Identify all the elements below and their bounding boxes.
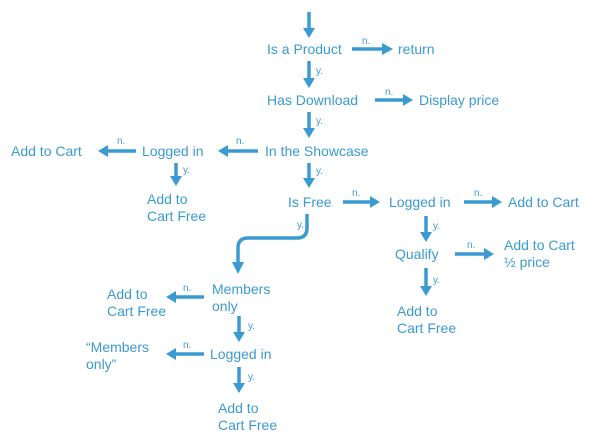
node-logged-in-showcase: Logged in bbox=[142, 143, 204, 159]
edge-label-no: n. bbox=[183, 283, 191, 294]
edge-label-no: n. bbox=[467, 240, 475, 251]
edge-label-yes: y. bbox=[316, 66, 323, 77]
node-add-to-cart-left: Add to Cart bbox=[11, 143, 82, 159]
arrow-logged-in-to-members-message bbox=[166, 348, 204, 360]
edge-label-yes: y. bbox=[183, 165, 190, 176]
node-logged-in-free: Logged in bbox=[389, 194, 451, 210]
node-line: ½ price bbox=[504, 254, 550, 270]
node-line: Members bbox=[212, 281, 270, 297]
arrow-members-only-to-cart-free bbox=[166, 291, 204, 303]
arrow-logged-in-to-cart-free bbox=[170, 163, 182, 186]
edge-labels: n. y. n. y. n. n. y. y. n. n. y. y. n. y… bbox=[117, 36, 482, 383]
arrow-is-free-to-logged-in bbox=[343, 196, 380, 208]
node-has-download: Has Download bbox=[267, 92, 358, 108]
edge-label-no: n. bbox=[352, 188, 360, 199]
node-add-to-cart-free-left: Add to Cart Free bbox=[147, 191, 206, 224]
node-line: Cart Free bbox=[218, 417, 277, 433]
arrow-qualify-to-half-price bbox=[455, 248, 494, 260]
arrow-showcase-to-logged-in bbox=[218, 145, 258, 157]
node-line: only bbox=[212, 298, 238, 314]
edge-label-no: n. bbox=[236, 136, 244, 147]
connectors bbox=[98, 12, 502, 393]
node-line: only” bbox=[86, 356, 117, 372]
node-is-product: Is a Product bbox=[267, 41, 342, 57]
node-add-to-cart-free-members: Add to Cart Free bbox=[107, 286, 166, 319]
edge-label-no: n. bbox=[385, 87, 393, 98]
arrow-logged-in-to-add-to-cart-right bbox=[464, 196, 502, 208]
node-line: Add to bbox=[397, 303, 438, 319]
edge-label-no: n. bbox=[362, 36, 370, 47]
node-line: Cart Free bbox=[107, 303, 166, 319]
arrow-download-to-showcase bbox=[303, 112, 315, 138]
edge-label-no: n. bbox=[183, 340, 191, 351]
arrow-logged-in-to-cart-free-bottom bbox=[233, 367, 245, 393]
node-members-only-message: “Members only” bbox=[86, 339, 153, 372]
node-return: return bbox=[398, 41, 435, 57]
node-qualify: Qualify bbox=[395, 246, 439, 262]
arrow-logged-in-to-add-to-cart bbox=[98, 145, 136, 157]
edge-label-yes: y. bbox=[248, 372, 255, 383]
edge-label-no: n. bbox=[117, 136, 125, 147]
node-line: Add to bbox=[218, 400, 259, 416]
node-display-price: Display price bbox=[419, 92, 499, 108]
node-line: Cart Free bbox=[147, 208, 206, 224]
edge-label-yes: y. bbox=[316, 166, 323, 177]
node-members-only: Members only bbox=[212, 281, 274, 314]
edge-label-yes: y. bbox=[316, 116, 323, 127]
edge-label-yes: y. bbox=[433, 221, 440, 232]
node-in-showcase: In the Showcase bbox=[265, 143, 369, 159]
node-add-to-cart-half-price: Add to Cart ½ price bbox=[504, 237, 579, 270]
node-line: Add to bbox=[107, 286, 148, 302]
nodes: Is a Product return Has Download Display… bbox=[11, 41, 579, 433]
node-line: “Members bbox=[86, 339, 149, 355]
arrow-showcase-to-is-free bbox=[303, 163, 315, 188]
node-add-to-cart-free-bottom: Add to Cart Free bbox=[218, 400, 277, 433]
arrow-logged-in-to-qualify bbox=[420, 216, 432, 242]
node-logged-in-members: Logged in bbox=[210, 346, 272, 362]
arrow-members-only-to-logged-in bbox=[233, 316, 245, 342]
arrow-qualify-to-cart-free bbox=[420, 268, 432, 296]
edge-label-yes: y. bbox=[297, 220, 304, 231]
arrow-entry bbox=[303, 12, 315, 38]
node-line: Cart Free bbox=[397, 320, 456, 336]
arrow-product-to-download bbox=[303, 61, 315, 88]
edge-label-no: n. bbox=[474, 188, 482, 199]
arrow-is-free-to-members-only bbox=[232, 214, 309, 274]
edge-label-yes: y. bbox=[248, 321, 255, 332]
node-line: Add to bbox=[147, 191, 188, 207]
node-is-free: Is Free bbox=[288, 194, 332, 210]
node-add-to-cart-free-qualify: Add to Cart Free bbox=[397, 303, 456, 336]
arrow-download-to-price bbox=[375, 94, 413, 106]
edge-label-yes: y. bbox=[433, 275, 440, 286]
arrow-product-to-return bbox=[352, 43, 393, 55]
node-add-to-cart-right: Add to Cart bbox=[508, 194, 579, 210]
node-line: Add to Cart bbox=[504, 237, 575, 253]
